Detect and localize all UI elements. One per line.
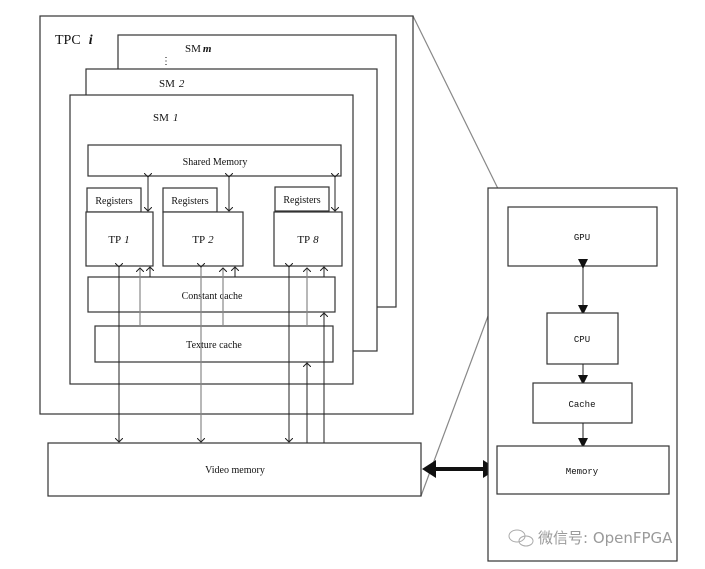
memory-box <box>496 445 670 495</box>
cache-label: Cache <box>568 400 595 410</box>
ellipsis: ⋮ <box>161 56 171 67</box>
registers-8-label: Registers <box>283 195 320 206</box>
gpu-label: GPU <box>574 233 590 243</box>
registers-1-label: Registers <box>95 196 132 207</box>
registers-2-label: Registers <box>171 196 208 207</box>
constant-cache-label: Constant cache <box>182 291 243 302</box>
zoom-line-top <box>412 15 508 208</box>
shared-memory-label: Shared Memory <box>183 157 248 168</box>
gpu-box <box>507 206 658 267</box>
cpu-box <box>546 312 619 365</box>
texture-cache-box <box>94 325 334 363</box>
tp-8-box <box>273 211 343 267</box>
bold-arrow-left-head <box>422 460 436 478</box>
shared-memory-box <box>87 144 342 177</box>
cache-box <box>532 382 633 424</box>
texture-cache-label: Texture cache <box>186 340 242 351</box>
video-memory-label: Video memory <box>205 465 265 476</box>
memory-label: Memory <box>566 467 599 477</box>
watermark-text: 微信号: OpenFPGA <box>538 529 673 547</box>
tp-2-box <box>162 211 244 267</box>
wechat-icon <box>508 529 534 547</box>
cpu-label: CPU <box>574 335 590 345</box>
registers-2-box <box>162 187 218 213</box>
tp-1-box <box>85 211 154 267</box>
constant-cache-box <box>87 276 336 313</box>
video-memory-box <box>47 442 422 497</box>
registers-8-box <box>274 186 330 212</box>
